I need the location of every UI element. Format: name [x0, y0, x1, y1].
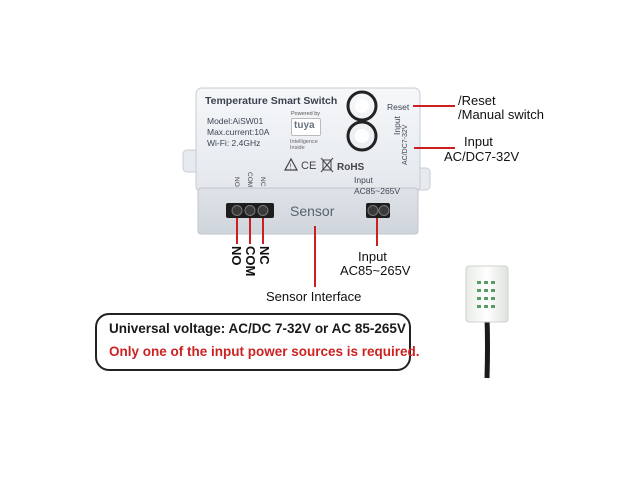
- device-input-dc-range: AC/DC7-32V: [402, 124, 409, 165]
- voltage-notice-box: [95, 313, 411, 371]
- device-lower-shell: [197, 187, 419, 235]
- relay-no-callout: NO: [229, 246, 244, 266]
- manual-switch-button-icon: [346, 120, 378, 152]
- device-wifi: Wi-Fi: 2.4GHz: [207, 138, 261, 148]
- tuya-logo: tuya: [294, 120, 315, 131]
- warning-triangle-icon: [283, 157, 299, 171]
- device-title: Temperature Smart Switch: [205, 95, 338, 107]
- powered-by-text: Powered by: [291, 111, 321, 117]
- relay-nc-callout: NC: [257, 246, 272, 265]
- intelligence-inside-text: Intelligence Inside: [290, 139, 318, 151]
- terminal-no-label: NO: [233, 177, 240, 187]
- manual-switch-callout: /Manual switch: [458, 107, 544, 122]
- callout-lines: [236, 105, 455, 287]
- device-reset-label: Reset: [387, 102, 410, 112]
- universal-voltage-text: Universal voltage: AC/DC 7-32V or AC 85-…: [109, 321, 406, 336]
- terminal-nc-label: NC: [259, 177, 266, 187]
- weee-bin-icon: [320, 157, 334, 173]
- device-sensor-port-label: Sensor: [290, 203, 335, 219]
- tuya-badge: [291, 118, 321, 136]
- temperature-humidity-probe-icon: [465, 265, 509, 379]
- svg-text:!: !: [290, 164, 292, 171]
- device-max-current: Max.current:10A: [207, 127, 270, 137]
- reset-callout: /Reset: [458, 93, 496, 108]
- device-input-dc-label: Input: [392, 116, 402, 135]
- ac-input-callout-range: AC85~265V: [340, 263, 411, 278]
- device-input-ac-range: AC85~265V: [354, 186, 401, 196]
- sensor-interface-callout: Sensor Interface: [266, 289, 362, 304]
- rohs-mark: RoHS: [337, 162, 365, 173]
- device-input-ac-label: Input: [354, 175, 373, 185]
- ac-input-callout-title: Input: [358, 249, 387, 264]
- reset-button-icon: [346, 90, 378, 122]
- ce-mark: CE: [301, 160, 317, 172]
- power-source-warning-text: Only one of the input power sources is r…: [109, 344, 420, 359]
- terminal-com-label: COM: [246, 172, 253, 188]
- dc-input-callout-range: AC/DC7-32V: [444, 149, 520, 164]
- device-model: Model:AiSW01: [207, 116, 264, 126]
- dc-input-callout-title: Input: [464, 134, 493, 149]
- relay-com-callout: COM: [243, 246, 258, 277]
